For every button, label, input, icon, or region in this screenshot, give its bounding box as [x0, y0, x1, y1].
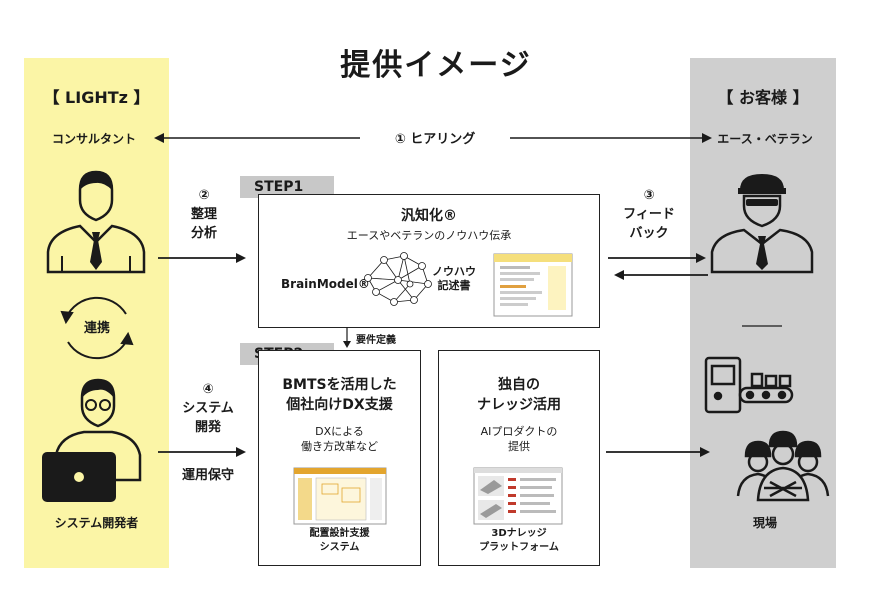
- analysis-arrow: [158, 253, 246, 263]
- dx-box-caption-line1: 配置設計支援: [309, 528, 370, 539]
- dx-box-desc-line2: 働き方改革など: [301, 440, 378, 453]
- cycle-label: 連携: [83, 321, 110, 336]
- requirements-label: 要件定義: [356, 335, 396, 346]
- step1-title: 汎知化®: [401, 208, 457, 224]
- ace-veteran-label: エース・ベテラン: [717, 132, 813, 146]
- development-line1: システム: [182, 401, 234, 416]
- brainmodel-label: BrainModel®: [281, 277, 370, 291]
- knowledge-box-caption-line1: 3Dナレッジ: [491, 528, 547, 539]
- knowledge-box-desc-line2: 提供: [508, 440, 530, 453]
- analysis-line1: 整理: [190, 207, 217, 222]
- knowhow-document-thumbnail: [493, 253, 573, 317]
- customer-header: 【 お客様 】: [717, 88, 809, 107]
- development-line2: 開発: [194, 420, 221, 435]
- knowhow-doc-label-line1: ノウハウ: [432, 265, 476, 278]
- dx-box-caption-line2: システム: [319, 542, 360, 553]
- step2-dx-box: BMTSを活用した 個社向けDX支援 DXによる 働き方改革など 配置設計支援 …: [258, 350, 421, 566]
- analysis-label: ② 整理 分析: [172, 186, 236, 243]
- step1-subtitle: エースやベテランのノウハウ伝承: [346, 229, 512, 242]
- knowledge-box-title-line2: ナレッジ活用: [477, 397, 561, 413]
- field-workers-icon: [736, 430, 830, 502]
- knowhow-doc-label-line2: 記述書: [437, 279, 471, 292]
- knowledge-box-caption-line2: プラットフォーム: [479, 542, 559, 553]
- feedback-number: ③: [643, 188, 655, 203]
- field-arrow: [606, 447, 710, 457]
- analysis-line2: 分析: [190, 226, 217, 241]
- factory-machine-icon: [704, 356, 794, 414]
- cycle-arrows-icon: [60, 296, 134, 360]
- brain-network-icon: [364, 252, 432, 306]
- field-label: 現場: [752, 516, 777, 530]
- consultant-icon: [46, 170, 146, 274]
- developer-icon: [42, 378, 142, 502]
- development-arrow: [158, 447, 246, 457]
- knowledge-box-title-line1: 独自の: [498, 377, 540, 393]
- dx-box-desc-line1: DXによる: [315, 425, 364, 438]
- dx-box-title-line1: BMTSを活用した: [282, 377, 397, 393]
- maintenance-label: 運用保守: [181, 468, 234, 483]
- development-number: ④: [202, 382, 214, 397]
- requirements-arrow: [343, 327, 351, 348]
- hearing-arrow: [154, 133, 712, 143]
- lightz-header: 【 LIGHTz 】: [43, 88, 150, 107]
- knowhow-doc-label: ノウハウ 記述書: [429, 265, 479, 293]
- veteran-icon: [710, 174, 814, 274]
- step1-tag: STEP1: [240, 176, 334, 198]
- layout-system-screenshot: [293, 467, 387, 525]
- feedback-label: ③ フィード バック: [614, 186, 684, 243]
- feedback-line1: フィード: [623, 207, 675, 222]
- dx-box-title-line2: 個社向けDX支援: [286, 397, 393, 413]
- knowledge-platform-screenshot: [473, 467, 563, 525]
- consultant-label: コンサルタント: [51, 132, 136, 146]
- hearing-label: ① ヒアリング: [360, 128, 510, 147]
- analysis-number: ②: [198, 188, 210, 203]
- knowledge-box-desc-line1: AIプロダクトの: [480, 425, 558, 438]
- feedback-arrows: [608, 253, 708, 280]
- development-label: ④ システム 開発: [172, 380, 244, 437]
- feedback-line2: バック: [629, 226, 669, 241]
- page-title: 提供イメージ: [340, 48, 532, 83]
- developer-label: システム開発者: [54, 516, 139, 530]
- step2-knowledge-box: 独自の ナレッジ活用 AIプロダクトの 提供 3Dナレッジ プラットフォーム: [438, 350, 600, 566]
